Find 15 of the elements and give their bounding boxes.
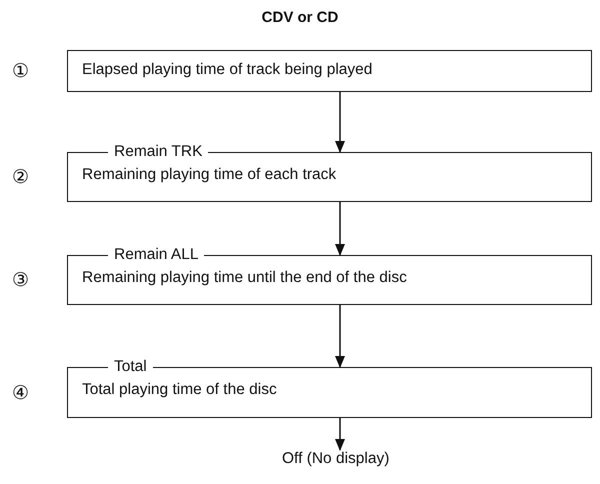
mode-description: Remaining playing time until the end of the disc: [82, 269, 407, 287]
arrow: [335, 202, 345, 256]
title: CDV or CD: [260, 9, 340, 26]
mode-description: Total playing time of the disc: [82, 381, 277, 399]
arrow: [335, 418, 345, 451]
step-number: ③: [12, 270, 30, 290]
step-number: ②: [12, 167, 30, 187]
display-mode-box: [67, 50, 592, 92]
mode-description: Elapsed playing time of track being played: [82, 61, 372, 79]
mode-description: Remaining playing time of each track: [82, 166, 336, 184]
end-state-text: Off (No display): [282, 450, 390, 468]
step-number: ①: [12, 61, 30, 81]
arrow: [335, 305, 345, 368]
arrow: [335, 92, 345, 153]
step-number: ④: [12, 382, 30, 402]
